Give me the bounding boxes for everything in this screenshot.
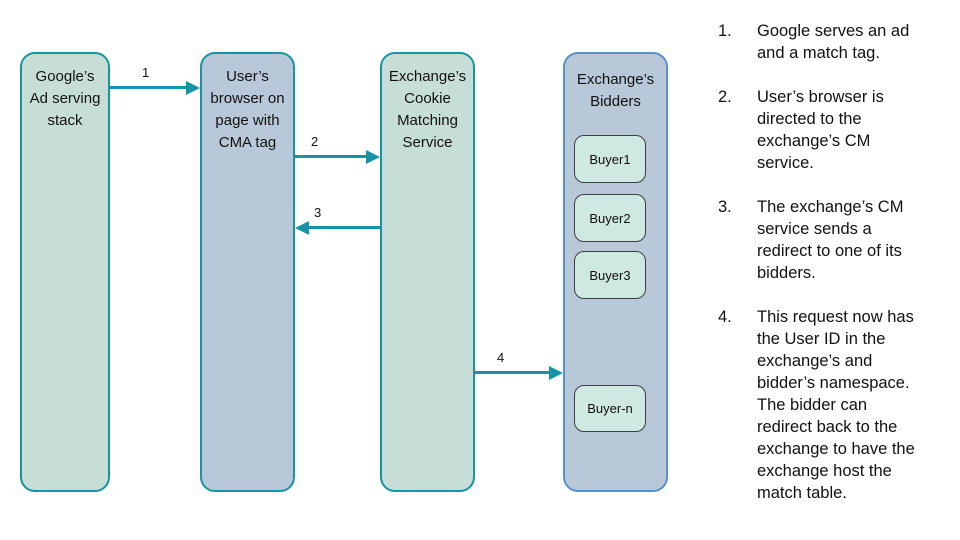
step-text: Google serves an ad and a match tag.	[757, 22, 910, 62]
step-text: User’s browser is directed to the exchan…	[757, 88, 884, 172]
steps-list: 1. Google serves an ad and a match tag. …	[718, 20, 950, 526]
arrow-step-2: 2	[295, 134, 380, 164]
arrowhead-right-icon	[186, 80, 200, 95]
arrowhead-left-icon	[295, 220, 309, 235]
arrow-step-1-line	[110, 86, 189, 89]
arrow-step-3: 3	[295, 205, 380, 235]
arrowhead-right-icon	[366, 149, 380, 164]
step-number: 2.	[718, 88, 732, 106]
node-google-ad-stack: Google’s Ad serving stack	[20, 52, 110, 492]
node-buyer-n: Buyer-n	[574, 385, 646, 432]
arrow-step-4-number: 4	[497, 350, 505, 365]
step-number: 4.	[718, 308, 732, 326]
arrowhead-right-icon	[549, 365, 563, 380]
arrow-step-2-number: 2	[311, 134, 319, 149]
node-cm-service: Exchange’s Cookie Matching Service	[380, 52, 475, 492]
step-item-1: 1. Google serves an ad and a match tag.	[718, 20, 950, 64]
node-buyer3: Buyer3	[574, 251, 646, 299]
arrow-step-4: 4	[475, 350, 563, 380]
step-item-2: 2. User’s browser is directed to the exc…	[718, 86, 950, 174]
node-buyer1: Buyer1	[574, 135, 646, 183]
arrow-step-1: 1	[110, 65, 200, 95]
step-number: 3.	[718, 198, 732, 216]
step-number: 1.	[718, 22, 732, 40]
node-buyer2: Buyer2	[574, 194, 646, 242]
arrow-step-1-number: 1	[142, 65, 150, 80]
step-text: This request now has the User ID in the …	[757, 308, 915, 502]
arrow-step-4-line	[475, 371, 552, 374]
node-user-browser: User’s browser on page with CMA tag	[200, 52, 295, 492]
arrow-step-3-line	[306, 226, 380, 229]
arrow-step-2-line	[295, 155, 369, 158]
arrow-step-3-number: 3	[314, 205, 322, 220]
step-text: The exchange’s CM service sends a redire…	[757, 198, 904, 282]
step-item-4: 4. This request now has the User ID in t…	[718, 306, 950, 504]
step-item-3: 3. The exchange’s CM service sends a red…	[718, 196, 950, 284]
